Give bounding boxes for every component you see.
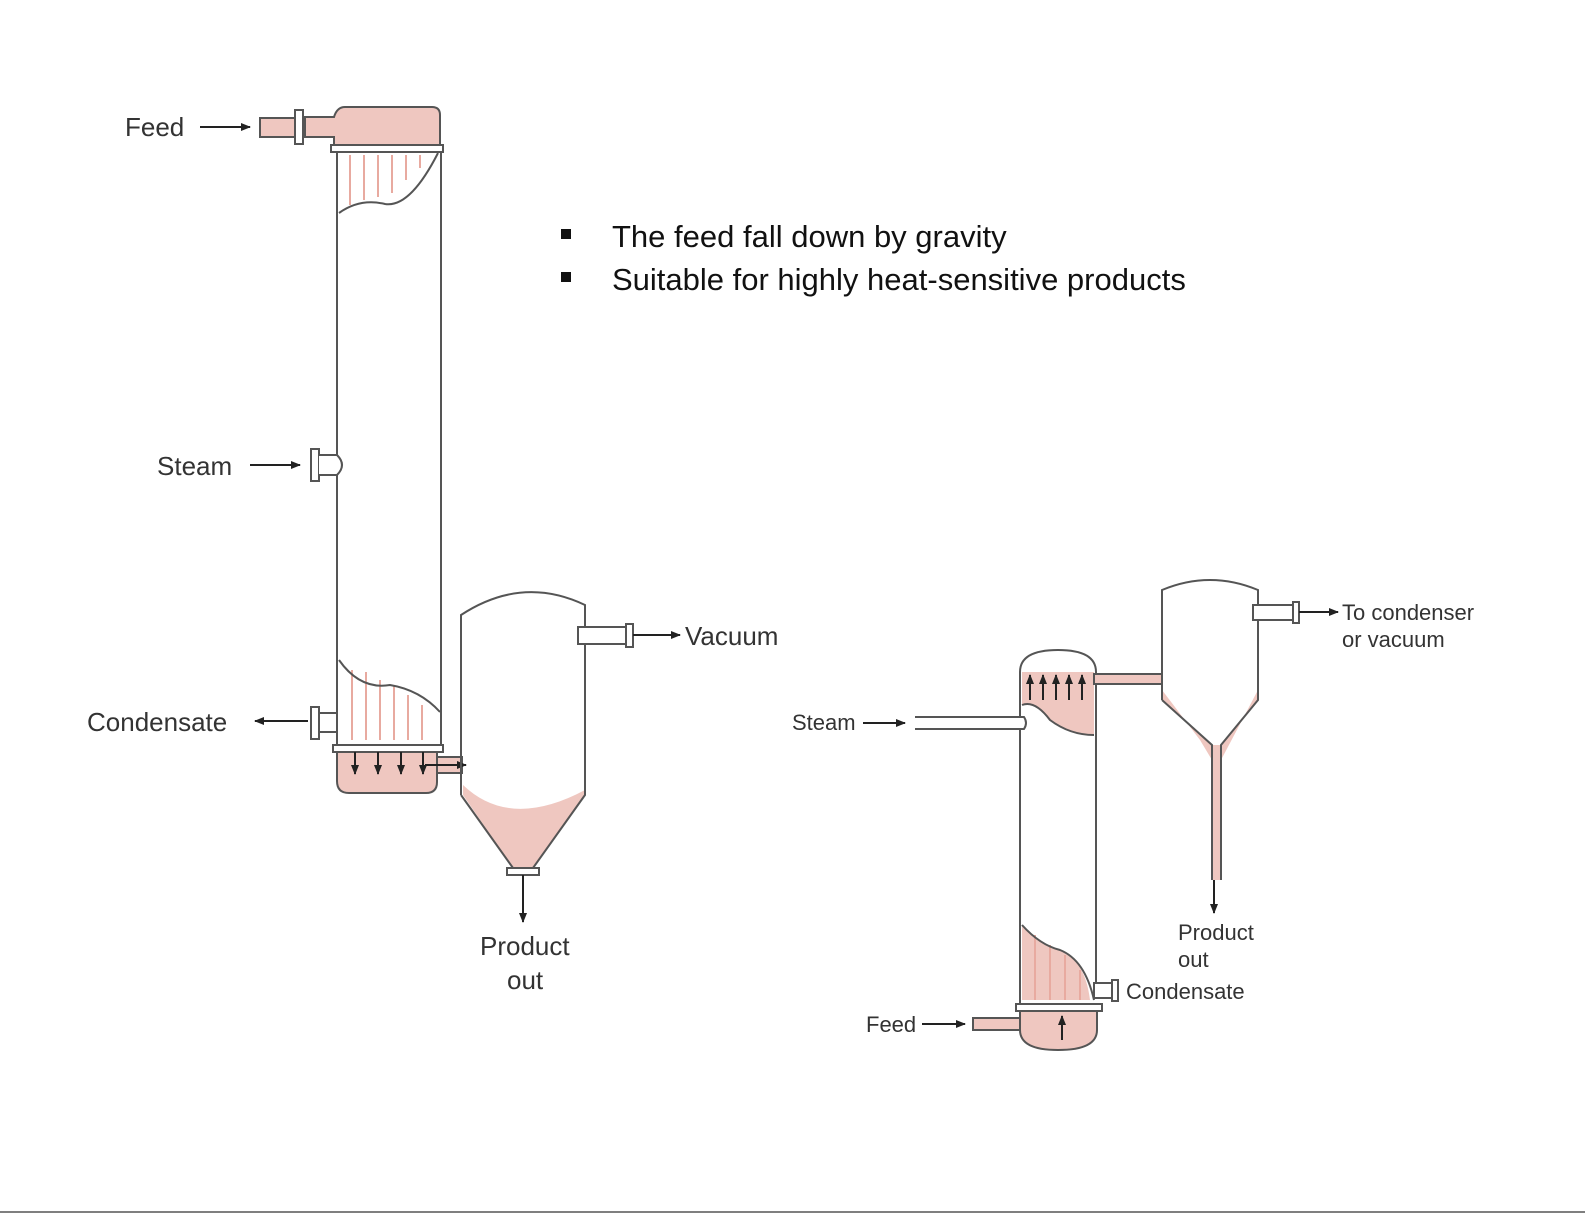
steam-flange bbox=[311, 449, 319, 481]
condensate-pipe bbox=[319, 713, 337, 732]
bottom-head bbox=[1020, 1011, 1097, 1050]
condensate-flange bbox=[1112, 980, 1118, 1001]
bottom-cutaway bbox=[1022, 925, 1094, 1000]
feed-label: Feed bbox=[125, 112, 184, 142]
steam-pipe bbox=[915, 717, 1026, 729]
steam-label: Steam bbox=[792, 710, 856, 735]
rising-film-evaporator: Steam Condensate Feed To condenser or va… bbox=[792, 580, 1474, 1050]
feed-pipe bbox=[973, 1018, 1020, 1030]
condenser-label-line1: To condenser bbox=[1342, 600, 1474, 625]
column-top bbox=[1020, 650, 1096, 672]
steam-nozzle bbox=[319, 455, 342, 475]
top-cutaway bbox=[339, 153, 438, 213]
product-label-line1: Product bbox=[1178, 920, 1254, 945]
condensate-pipe bbox=[1094, 983, 1112, 998]
bullet-list: The feed fall down by gravity Suitable f… bbox=[561, 219, 1186, 297]
top-tube-sheet bbox=[331, 145, 443, 152]
vacuum-label: Vacuum bbox=[685, 621, 778, 651]
steam-label: Steam bbox=[157, 451, 232, 481]
condensate-flange bbox=[311, 707, 319, 739]
bullet-text-1: The feed fall down by gravity bbox=[612, 219, 1007, 254]
bottom-tube-sheet bbox=[1016, 1004, 1102, 1011]
condensate-label: Condensate bbox=[87, 707, 227, 737]
feed-head bbox=[305, 107, 440, 147]
condenser-pipe bbox=[1253, 605, 1293, 620]
vapor-line bbox=[1094, 674, 1162, 684]
feed-label: Feed bbox=[866, 1012, 916, 1037]
top-cutaway bbox=[1022, 672, 1094, 735]
product-label-line2: out bbox=[507, 965, 544, 995]
bullet-text-2: Suitable for highly heat-sensitive produ… bbox=[612, 262, 1186, 297]
bullet-marker bbox=[561, 272, 571, 282]
vacuum-flange bbox=[626, 624, 633, 647]
separator-cone-liquid bbox=[463, 785, 585, 868]
separator-vessel bbox=[1162, 580, 1258, 880]
bullet-marker bbox=[561, 229, 571, 239]
condenser-label-line2: or vacuum bbox=[1342, 627, 1445, 652]
product-label-line2: out bbox=[1178, 947, 1209, 972]
condenser-flange bbox=[1293, 602, 1299, 623]
feed-flange bbox=[295, 110, 303, 144]
bottom-tube-sheet bbox=[333, 745, 443, 752]
bottom-cutaway bbox=[339, 660, 440, 740]
product-outlet-flange bbox=[507, 868, 539, 875]
condensate-label: Condensate bbox=[1126, 979, 1245, 1004]
product-label-line1: Product bbox=[480, 931, 570, 961]
vacuum-pipe bbox=[578, 627, 626, 644]
